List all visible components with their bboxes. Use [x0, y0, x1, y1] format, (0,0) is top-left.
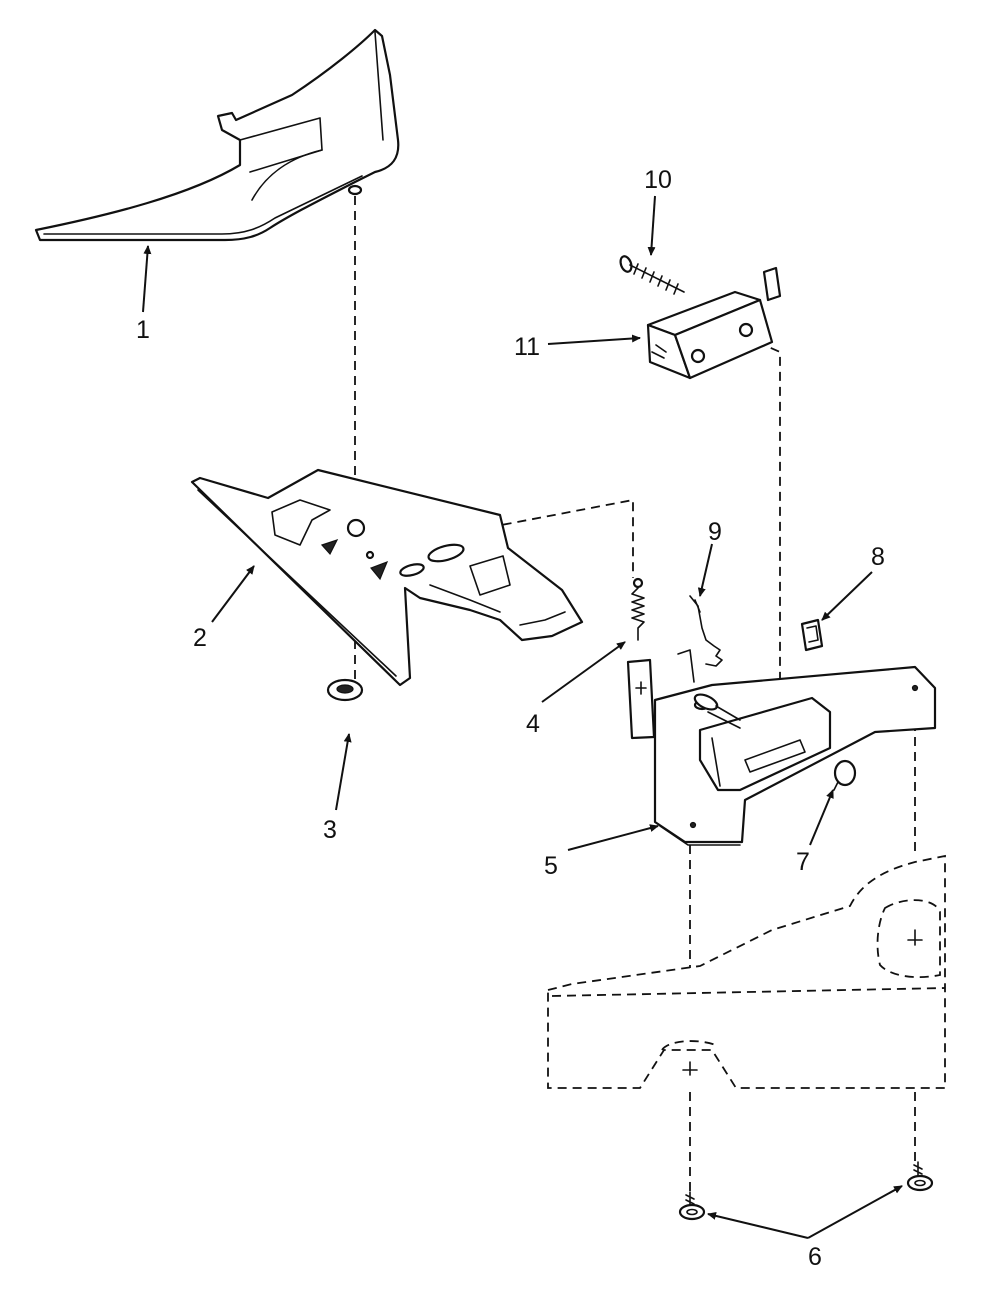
- part-9-wire-spring: [677, 595, 741, 721]
- callout-labels: 1 2 3 4 5 6 7 8 9 10 11: [136, 166, 885, 1271]
- leader-7: [809, 789, 834, 846]
- leader-arrows: [142, 195, 903, 1239]
- mounting-base-phantom: [547, 854, 946, 1089]
- part-4-spring: [626, 577, 656, 740]
- leader-1: [142, 245, 152, 313]
- part-11-switch: [646, 266, 782, 380]
- leader-2: [211, 565, 255, 623]
- leader-8: [821, 571, 873, 621]
- leader-6b: [807, 1185, 903, 1239]
- assembly-line-switch-to-bracket: [756, 341, 781, 690]
- part-8-retainer: [800, 618, 824, 652]
- callout-2: 2: [193, 624, 207, 652]
- callout-10: 10: [644, 166, 672, 194]
- leader-9: [697, 543, 713, 597]
- part-1-cover: [34, 28, 400, 242]
- callout-6: 6: [808, 1243, 822, 1271]
- leader-10: [647, 195, 656, 256]
- callout-3: 3: [323, 816, 337, 844]
- callout-9: 9: [708, 518, 722, 546]
- leader-5: [567, 824, 659, 851]
- screw-right: [906, 1161, 934, 1192]
- callout-4: 4: [526, 710, 540, 738]
- callout-1: 1: [136, 316, 150, 344]
- screw-left: [678, 1191, 706, 1221]
- part-5-bracket: [653, 665, 937, 846]
- leader-11: [547, 334, 641, 345]
- callout-5: 5: [544, 852, 558, 880]
- callout-8: 8: [871, 543, 885, 571]
- leader-4: [541, 641, 626, 703]
- part-7-clip: [833, 759, 857, 791]
- part-2-plate: [190, 468, 584, 687]
- part-10-screw: [619, 255, 685, 295]
- part-6-screws: [678, 1161, 934, 1221]
- callout-7: 7: [796, 848, 810, 876]
- leader-6a: [707, 1211, 809, 1239]
- callout-11: 11: [514, 333, 540, 361]
- part-3-washer: [326, 678, 364, 702]
- assembly-line-plate-to-spring: [369, 498, 634, 578]
- leader-3: [335, 733, 352, 811]
